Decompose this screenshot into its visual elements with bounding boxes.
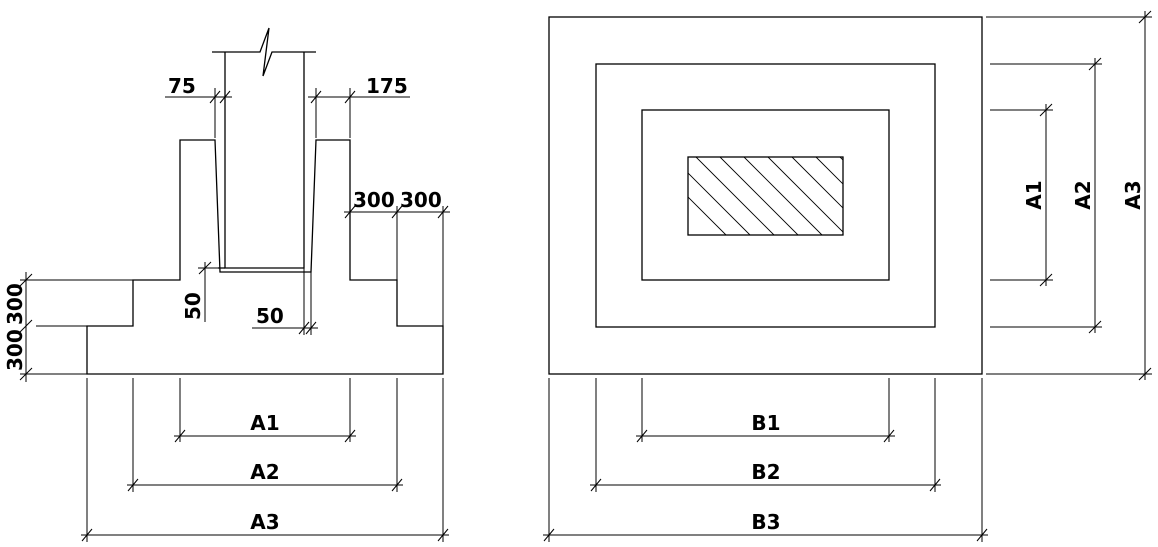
dim-50-label-vertical: 50 <box>181 292 205 320</box>
dim-plan-b2: B2 <box>590 378 941 492</box>
dim-section-a3: A3 <box>81 378 449 542</box>
dim-300-label-c: 300 <box>3 283 27 325</box>
dim-75-label: 75 <box>168 74 196 98</box>
dim-300-label-d: 300 <box>3 329 27 371</box>
footing-outline <box>86 139 444 375</box>
plan-b1-label: B1 <box>751 411 780 435</box>
dim-cup-wall-right: 175 <box>308 74 410 138</box>
dim-175-label: 175 <box>366 74 408 98</box>
plan-a3-label: A3 <box>1121 180 1145 209</box>
column <box>224 52 305 269</box>
dim-plan-a1: A1 <box>990 103 1053 287</box>
section-a2-label: A2 <box>250 460 279 484</box>
dim-section-a2: A2 <box>127 378 403 492</box>
dim-section-a1: A1 <box>174 378 356 443</box>
plan-middle-step <box>595 63 936 328</box>
column-break-line <box>212 27 316 77</box>
dim-300-label-b: 300 <box>400 188 442 212</box>
section-view: 75 175 300 300 <box>3 27 450 542</box>
section-a1-label: A1 <box>250 411 279 435</box>
plan-a2-label: A2 <box>1071 180 1095 209</box>
dim-plan-a3: A3 <box>986 10 1152 381</box>
plan-b2-label: B2 <box>751 460 780 484</box>
plan-column <box>687 156 844 236</box>
plan-inner-step <box>641 109 890 281</box>
dim-cup-wall-left: 75 <box>165 74 232 138</box>
plan-b3-label: B3 <box>751 510 780 534</box>
section-a3-label: A3 <box>250 510 279 534</box>
dim-plan-b1: B1 <box>636 378 895 443</box>
dim-cup-bottom-gap: 50 <box>252 268 318 335</box>
dim-step-heights: 300 300 <box>3 272 133 382</box>
dim-cup-bottom-thickness: 50 <box>181 261 218 322</box>
dim-step-widths: 300 300 <box>344 188 450 326</box>
dim-plan-a2: A2 <box>990 57 1102 334</box>
column-hatching <box>688 157 843 235</box>
plan-view: B1 B2 B3 A1 <box>543 10 1152 542</box>
dim-300-label-a: 300 <box>353 188 395 212</box>
dim-plan-b3: B3 <box>543 378 988 542</box>
plan-outer-step <box>548 16 983 375</box>
dim-50-label-horizontal: 50 <box>256 304 284 328</box>
plan-a1-label: A1 <box>1022 180 1046 209</box>
